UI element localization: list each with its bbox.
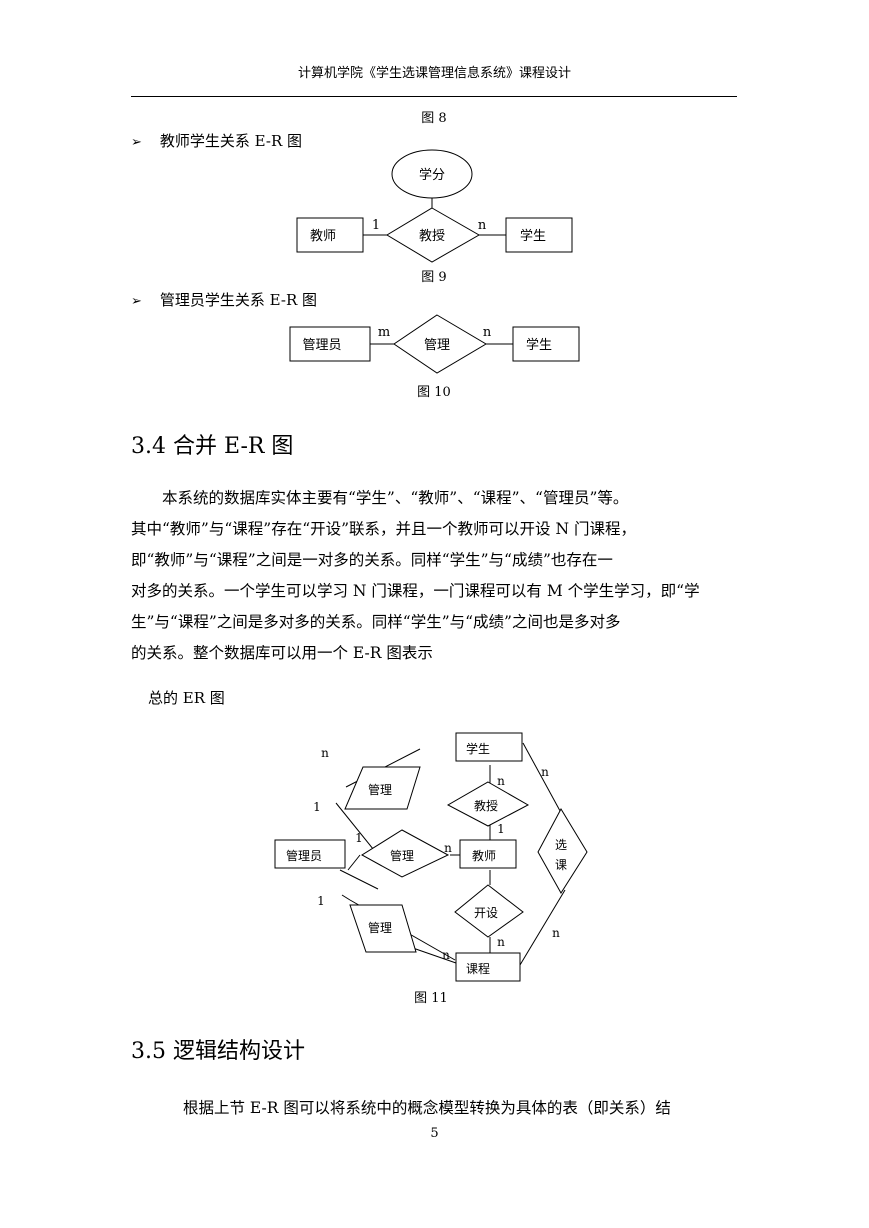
cardinality-n-botleft: n xyxy=(442,948,450,962)
figure-9-caption: 图 9 xyxy=(421,270,447,285)
paragraph-line-2: 其中“教师”与“课程”存在“开设”联系，并且一个教师可以开设 N 门课程， xyxy=(131,520,636,538)
entity-teacher-label: 教师 xyxy=(310,228,336,244)
entity-admin-label: 管理员 xyxy=(286,848,322,863)
entity-teacher xyxy=(296,217,364,253)
er-diagram-11: 学生 管理 教授 管理员 管理 教师 选 课 开设 管理 课程 n 1 1 n … xyxy=(274,732,588,982)
entity-course-label: 课程 xyxy=(466,961,490,976)
cardinality-right: n xyxy=(483,325,492,340)
paragraph-line-6: 的关系。整个数据库可以用一个 E-R 图表示 xyxy=(131,644,433,662)
entity-admin-label: 管理员 xyxy=(302,338,341,353)
relationship-manage xyxy=(393,314,487,374)
cardinality-n-teach-top: n xyxy=(497,774,505,788)
relationship-select-label-1: 选 xyxy=(555,838,567,852)
relationship-manage-top xyxy=(344,766,421,810)
section-3-5-title: 3.5 逻辑结构设计 xyxy=(131,1039,305,1064)
entity-teacher-label: 教师 xyxy=(472,848,496,863)
relationship-teach xyxy=(386,207,481,263)
relationship-manage-top-label: 管理 xyxy=(368,782,392,797)
relationship-select-label-2: 课 xyxy=(555,858,567,872)
er-diagram-9: 学分 教师 教授 学生 1 n xyxy=(296,149,573,263)
paragraph-line-1: 本系统的数据库实体主要有“学生”、“教师”、“课程”、“管理员”等。 xyxy=(162,489,629,507)
relationship-manage-mid xyxy=(361,829,450,878)
entity-student xyxy=(505,217,573,253)
paragraph-line-4: 对多的关系。一个学生可以学习 N 门课程，一门课程可以有 M 个学生学习，即“学 xyxy=(131,582,700,600)
relationship-manage-bot xyxy=(349,904,417,953)
cardinality-1-teach-bot: 1 xyxy=(497,822,505,836)
cardinality-1-botleft: 1 xyxy=(317,894,325,908)
er-diagram-10: 管理员 管理 学生 m n xyxy=(289,314,580,374)
entity-student xyxy=(512,326,580,362)
cardinality-n-select-bot: n xyxy=(552,926,560,940)
overall-er-label: 总的 ER 图 xyxy=(148,689,225,707)
entity-admin xyxy=(274,839,346,869)
bullet-text: 管理员学生关系 E-R 图 xyxy=(159,291,318,309)
bullet-text: 教师学生关系 E-R 图 xyxy=(159,132,303,150)
cardinality-n-topleft: n xyxy=(321,746,329,760)
entity-course xyxy=(455,952,521,982)
cardinality-left: 1 xyxy=(372,218,380,233)
cardinality-n-select-top: n xyxy=(541,765,549,779)
figure-8-caption: 图 8 xyxy=(421,111,447,126)
cardinality-right: n xyxy=(478,218,487,233)
relationship-teach xyxy=(446,781,530,827)
cardinality-1-mid: 1 xyxy=(355,831,363,845)
relationship-manage-mid-label: 管理 xyxy=(390,848,414,863)
page-number: 5 xyxy=(430,1126,439,1141)
paragraph-line-5: 生”与“课程”之间是多对多的关系。同样“学生”与“成绩”之间也是多对多 xyxy=(131,613,621,631)
entity-student xyxy=(455,732,523,762)
figure-11-caption: 图 11 xyxy=(414,991,448,1006)
cardinality-1-topleft: 1 xyxy=(313,800,321,814)
relationship-open-label: 开设 xyxy=(474,906,498,920)
cardinality-n-mid: n xyxy=(444,841,452,855)
bullet-admin-student: ➢ 管理员学生关系 E-R 图 xyxy=(131,289,317,310)
relationship-manage-label: 管理 xyxy=(424,338,450,353)
header-rule xyxy=(131,96,737,97)
cardinality-left: m xyxy=(378,325,390,340)
attribute-label: 学分 xyxy=(419,167,445,183)
relationship-manage-bot-label: 管理 xyxy=(368,920,392,935)
bullet-teacher-student: ➢ 教师学生关系 E-R 图 xyxy=(131,130,302,151)
relationship-select xyxy=(537,807,588,894)
paragraph-3-5-line-1: 根据上节 E-R 图可以将系统中的概念模型转换为具体的表（即关系）结 xyxy=(183,1099,671,1117)
relationship-teach-label: 教授 xyxy=(419,228,445,244)
bullet-arrow-icon: ➢ xyxy=(131,294,142,309)
entity-student-label: 学生 xyxy=(520,228,546,244)
cardinality-n-open-bot: n xyxy=(497,935,505,949)
relationship-teach-label: 教授 xyxy=(474,798,498,813)
entity-student-label: 学生 xyxy=(466,741,490,756)
entity-teacher xyxy=(459,839,517,869)
figure-10-caption: 图 10 xyxy=(417,385,451,400)
bullet-arrow-icon: ➢ xyxy=(131,135,142,150)
relationship-open xyxy=(454,884,524,938)
entity-student-label: 学生 xyxy=(526,337,552,353)
paragraph-line-3: 即“教师”与“课程”之间是一对多的关系。同样“学生”与“成绩”也存在一 xyxy=(131,551,613,569)
section-3-4-title: 3.4 合并 E-R 图 xyxy=(131,434,294,459)
page-header: 计算机学院《学生选课管理信息系统》课程设计 xyxy=(297,66,571,81)
